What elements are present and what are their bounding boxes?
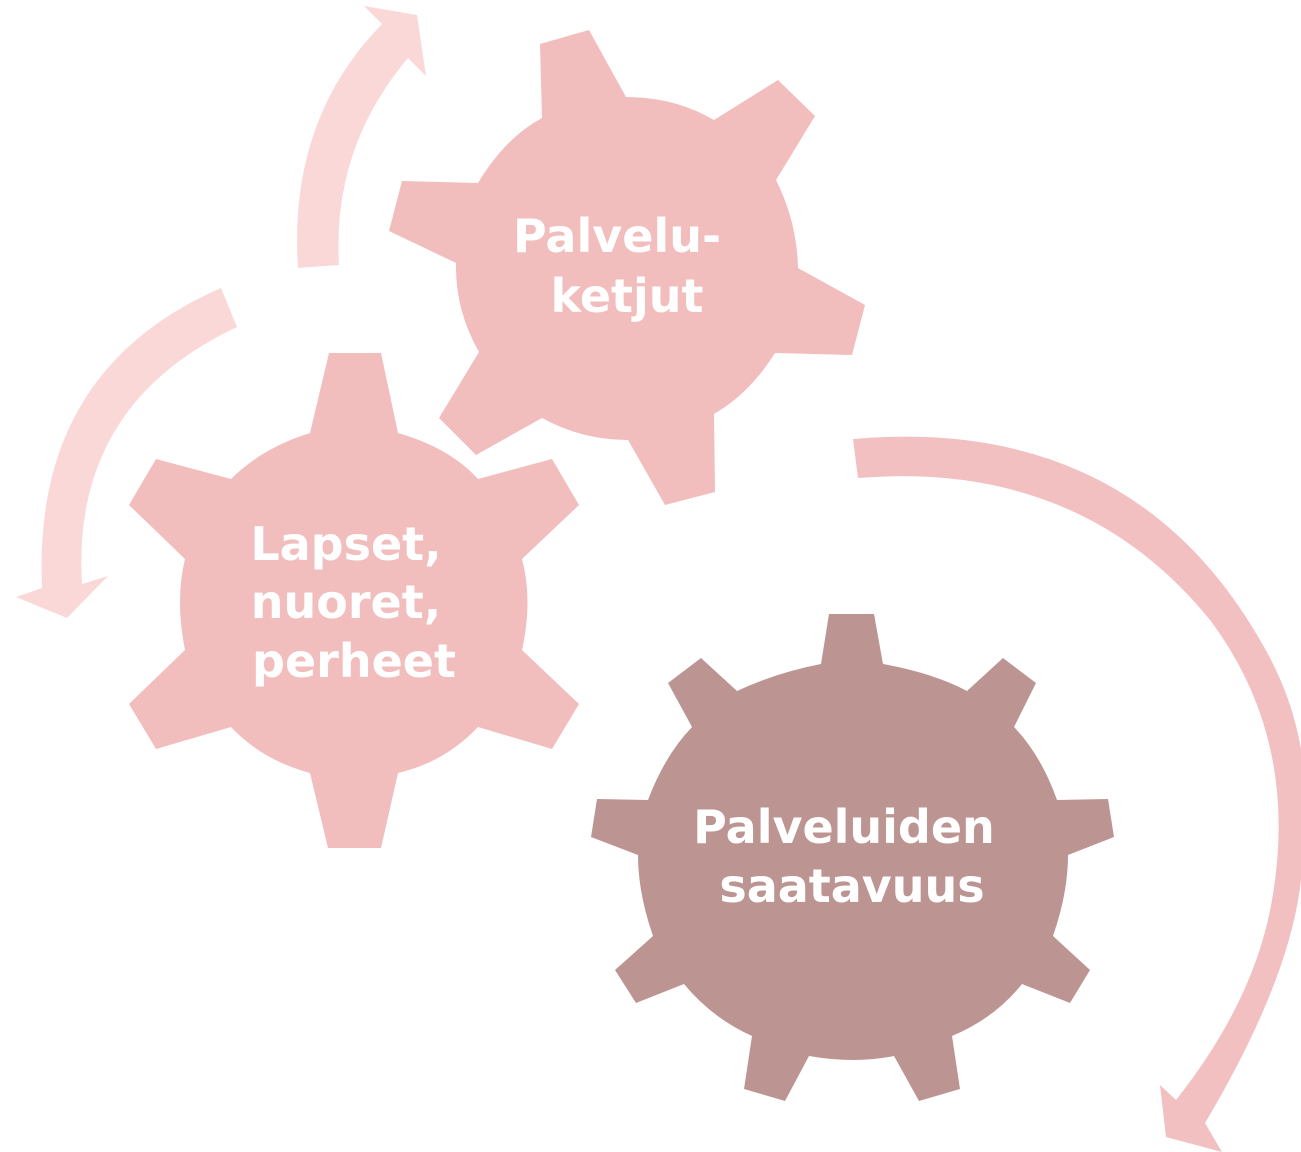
cycle-arrow-top-shape <box>297 6 426 268</box>
gear-lapset-label-line2: nuoret, <box>251 575 441 629</box>
gear-palveluiden-saatavuus: Palveluiden saatavuus <box>591 614 1114 1101</box>
gear-lapset-label-line1: Lapset, <box>250 517 441 571</box>
gear-lapset-label-line3: perheet <box>252 634 456 688</box>
gear-palveluketjut-label-line2: ketjut <box>550 269 703 323</box>
cycle-arrow-left-shape <box>16 288 237 618</box>
svg-text:Palveluiden saatavuus: Palveluiden saatavuus <box>693 800 1011 913</box>
gear-palveluketjut: Palvelu- ketjut <box>389 30 865 505</box>
svg-text:Lapset, nuoret, pe: Lapset, nuoret, perheet <box>250 517 457 688</box>
gear-saatavuus-label-line1: Palveluiden <box>693 800 995 854</box>
gear-lapset-shape <box>129 353 579 848</box>
gear-saatavuus-label-line2: saatavuus <box>719 859 984 913</box>
gear-saatavuus-shape <box>591 614 1114 1101</box>
svg-text:Palvelu- ketjut: Palvelu- ketjut <box>513 209 737 323</box>
gear-palveluketjut-label-line1: Palvelu- <box>513 209 721 263</box>
gear-palveluketjut-shape <box>389 30 865 505</box>
cycle-arrow-top <box>297 6 426 268</box>
cycle-arrow-left <box>16 288 237 618</box>
gear-lapset-nuoret-perheet: Lapset, nuoret, perheet <box>129 353 579 848</box>
